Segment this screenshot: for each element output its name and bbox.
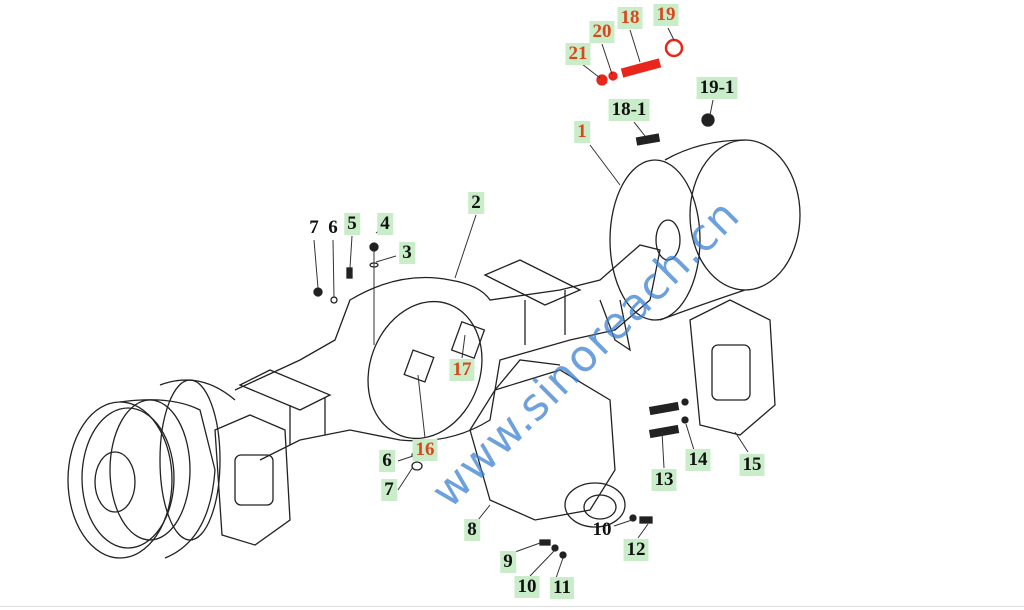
callout-10b: 10 [592,519,612,540]
callout-21: 21 [565,43,591,65]
left-wheel-hub [67,379,236,559]
callout-12: 12 [623,539,649,561]
callout-8: 8 [464,519,480,541]
callout-3: 3 [399,242,415,264]
callout-19: 19 [653,4,679,26]
callout-16: 16 [412,439,438,461]
callout-2: 2 [468,192,484,214]
callout-14: 14 [685,449,711,471]
differential-assembly [469,359,626,528]
callout-17: 17 [449,359,475,381]
right-wheel-hub [609,139,801,321]
right-brake-caliper [689,299,776,436]
axle-housing [234,244,661,461]
callout-9: 9 [500,551,516,573]
fasteners [313,113,715,559]
callout-18-1: 18-1 [608,99,650,121]
highlighted-bolt-set [596,38,684,86]
callout-1: 1 [574,121,590,143]
callout-7b: 7 [381,479,397,501]
callout-13: 13 [651,469,677,491]
callout-10a: 10 [514,576,540,598]
callout-6b: 6 [379,450,395,472]
callout-19-1: 19-1 [696,77,738,99]
callout-18: 18 [617,7,643,29]
callout-15: 15 [739,454,765,476]
callout-11: 11 [550,577,574,599]
callout-6a: 6 [328,217,338,238]
callout-4: 4 [377,213,393,235]
left-brake-caliper [214,414,291,546]
callout-5: 5 [344,213,360,235]
callout-20: 20 [589,21,615,43]
callout-7a: 7 [309,217,319,238]
bottom-divider [0,606,1024,607]
